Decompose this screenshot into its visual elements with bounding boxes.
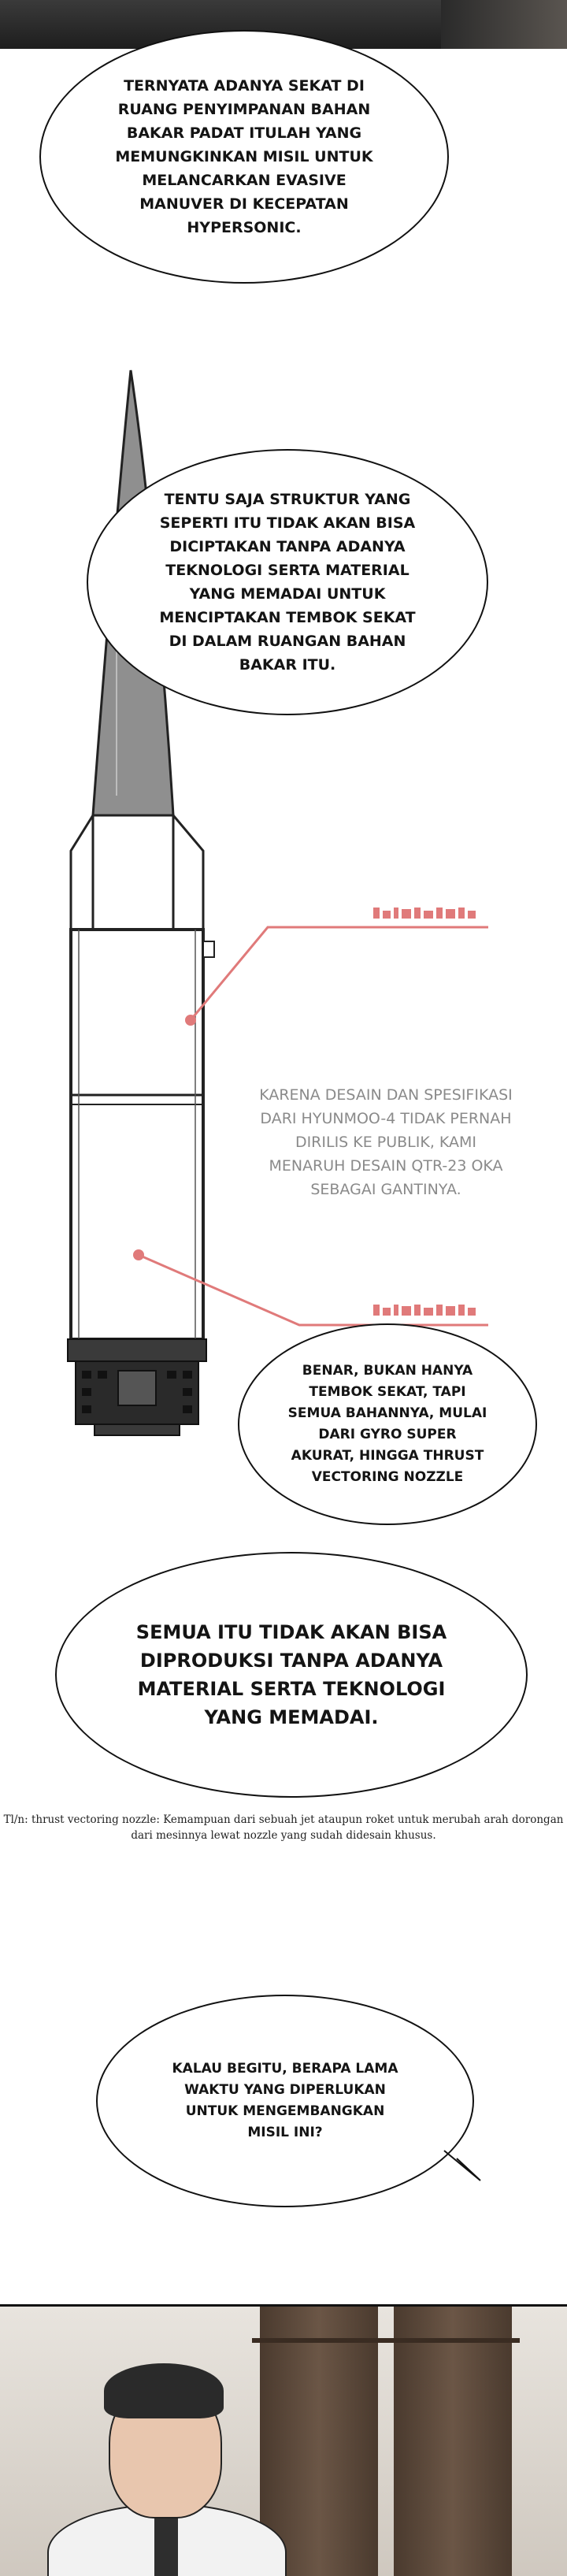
speech-text-4: SEMUA ITU TIDAK AKAN BISA DIPRODUKSI TAN… — [135, 1621, 447, 1728]
missile-body — [69, 928, 205, 1341]
speech-text-2: TENTU SAJA STRUKTUR YANG SEPERTI ITU TID… — [159, 491, 416, 674]
translator-note: Tl/n: thrust vectoring nozzle: Kemampuan… — [3, 1813, 564, 1842]
speech-text-3: BENAR, BUKAN HANYA TEMBOK SEKAT, TAPI SE… — [287, 1363, 487, 1485]
speech-bubble-2: TENTU SAJA STRUKTUR YANG SEPERTI ITU TID… — [87, 449, 488, 715]
speech-bubble-4: SEMUA ITU TIDAK AKAN BISA DIPRODUKSI TAN… — [55, 1552, 528, 1798]
character-tie — [154, 2515, 178, 2576]
speech-text-5: KALAU BEGITU, BERAPA LAMA WAKTU YANG DIP… — [172, 2061, 398, 2140]
speech-bubble-3: BENAR, BUKAN HANYA TEMBOK SEKAT, TAPI SE… — [238, 1323, 537, 1525]
speech-bubble-5: KALAU BEGITU, BERAPA LAMA WAKTU YANG DIP… — [96, 1995, 474, 2207]
callout-upper — [189, 926, 488, 1021]
character-scene — [0, 2304, 567, 2576]
speech-text-1: TERNYATA ADANYA SEKAT DI RUANG PENYIMPAN… — [115, 77, 373, 236]
wooden-door — [260, 2307, 378, 2576]
missile-left-fin — [69, 811, 94, 931]
missile-right-fin — [172, 811, 205, 931]
callout-lower — [138, 1253, 488, 1327]
diagram-note: KARENA DESAIN DAN SPESIFIKASI DARI HYUNM… — [259, 1086, 513, 1198]
callout-glyph-lower — [373, 1305, 476, 1316]
character-hair — [104, 2363, 224, 2418]
speech-bubble-1: TERNYATA ADANYA SEKAT DI RUANG PENYIMPAN… — [39, 30, 449, 284]
speech-bubble-5-tail — [443, 2150, 481, 2181]
callout-glyph-upper — [373, 908, 476, 919]
